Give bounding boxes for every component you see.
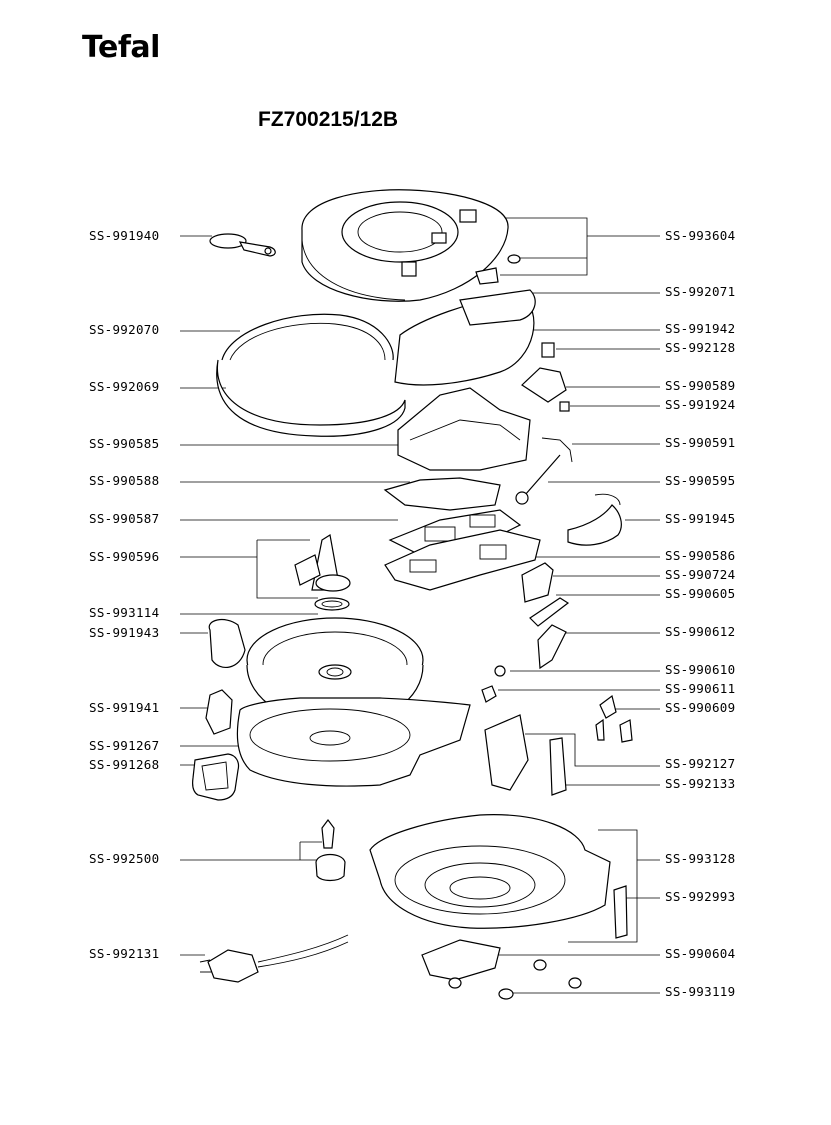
label-ss-992131: SS-992131 — [89, 946, 160, 961]
label-ss-992133: SS-992133 — [665, 776, 736, 791]
spoon-part — [209, 233, 276, 257]
label-ss-991267: SS-991267 — [89, 738, 160, 753]
label-ss-990589: SS-990589 — [665, 378, 736, 393]
bottom-plate-part — [421, 939, 582, 989]
power-cord-part — [199, 934, 349, 983]
shaft-part — [515, 437, 573, 505]
lid-plate-part — [394, 289, 536, 386]
small-handle-part — [205, 689, 233, 735]
label-ss-991942: SS-991942 — [665, 321, 736, 336]
label-ss-992127: SS-992127 — [665, 756, 736, 771]
label-ss-990587: SS-990587 — [89, 511, 160, 526]
label-ss-990605: SS-990605 — [665, 586, 736, 601]
label-ss-991268: SS-991268 — [89, 757, 160, 772]
screw-part — [507, 254, 521, 264]
label-ss-990610: SS-990610 — [665, 662, 736, 677]
label-ss-990595: SS-990595 — [665, 473, 736, 488]
outer-ring-part — [216, 359, 406, 437]
label-ss-991941: SS-991941 — [89, 700, 160, 715]
label-ss-991943: SS-991943 — [89, 625, 160, 640]
label-ss-990604: SS-990604 — [665, 946, 736, 961]
leader-lines-left — [180, 235, 410, 956]
label-ss-992069: SS-992069 — [89, 379, 160, 394]
small-components — [481, 624, 633, 743]
bracket-parts — [521, 562, 570, 627]
label-ss-993128: SS-993128 — [665, 851, 736, 866]
small-parts-right — [521, 342, 570, 412]
body-housing-part — [236, 697, 471, 787]
label-ss-992071: SS-992071 — [665, 284, 736, 299]
lid-part — [301, 189, 509, 302]
rubber-foot-part — [498, 988, 514, 1000]
label-ss-991924: SS-991924 — [665, 397, 736, 412]
motor-housing-part — [397, 387, 531, 471]
label-ss-990609: SS-990609 — [665, 700, 736, 715]
label-ss-991940: SS-991940 — [89, 228, 160, 243]
label-ss-991945: SS-991945 — [665, 511, 736, 526]
label-ss-990591: SS-990591 — [665, 435, 736, 450]
label-ss-990612: SS-990612 — [665, 624, 736, 639]
label-ss-990588: SS-990588 — [89, 473, 160, 488]
ring-gasket-part — [221, 313, 394, 361]
label-ss-992070: SS-992070 — [89, 322, 160, 337]
seal-ring-part — [314, 597, 350, 611]
foot-part — [315, 819, 346, 882]
label-ss-990724: SS-990724 — [665, 567, 736, 582]
lid-clip-part — [475, 267, 499, 285]
label-ss-992128: SS-992128 — [665, 340, 736, 355]
label-ss-990585: SS-990585 — [89, 436, 160, 451]
base-plate-part — [384, 529, 541, 591]
clip-part — [613, 885, 628, 939]
label-ss-992500: SS-992500 — [89, 851, 160, 866]
label-ss-993114: SS-993114 — [89, 605, 160, 620]
handle-part — [208, 618, 246, 668]
label-ss-993604: SS-993604 — [665, 228, 736, 243]
cover-part — [567, 493, 622, 546]
label-ss-990596: SS-990596 — [89, 549, 160, 564]
label-ss-990586: SS-990586 — [665, 548, 736, 563]
base-part — [369, 814, 611, 929]
label-ss-993119: SS-993119 — [665, 984, 736, 999]
leader-lines-right — [476, 217, 660, 994]
brand-logo: Tefal — [82, 30, 160, 65]
model-number: FZ700215/12B — [258, 108, 399, 131]
label-ss-992993: SS-992993 — [665, 889, 736, 904]
fan-plate-part — [383, 477, 501, 511]
paddle-part — [294, 534, 351, 592]
label-ss-990611: SS-990611 — [665, 681, 736, 696]
control-board-part — [484, 714, 567, 796]
gasket-part — [192, 753, 240, 801]
